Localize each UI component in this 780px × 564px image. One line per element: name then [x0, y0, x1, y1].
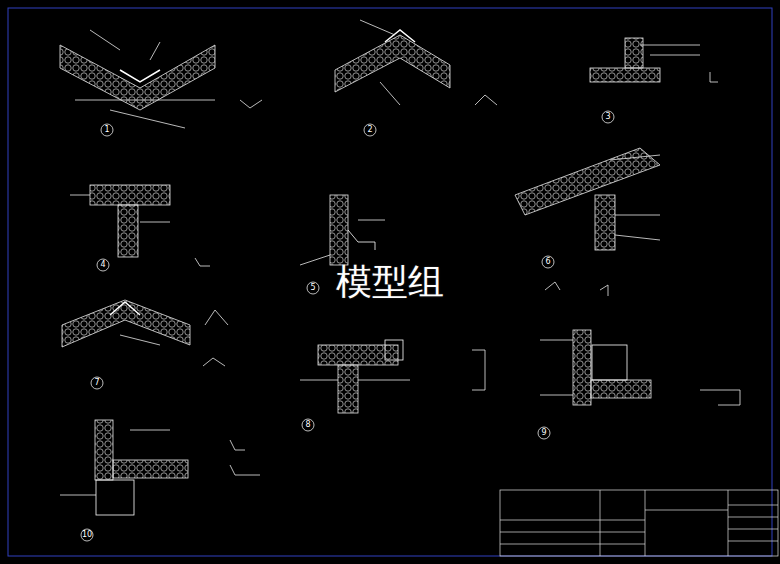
callout-number: 3	[605, 113, 610, 121]
watermark: 模型组	[336, 264, 444, 300]
callout-number: 4	[100, 261, 105, 269]
callout-number: 2	[367, 126, 372, 134]
callout-number: 8	[305, 421, 310, 429]
callout-number: 6	[545, 258, 550, 266]
callout-number: 5	[310, 284, 315, 292]
callout-number: 1	[104, 126, 109, 134]
callout-number: 10	[82, 531, 92, 539]
callout-number: 9	[541, 429, 546, 437]
callout-number: 7	[94, 379, 99, 387]
